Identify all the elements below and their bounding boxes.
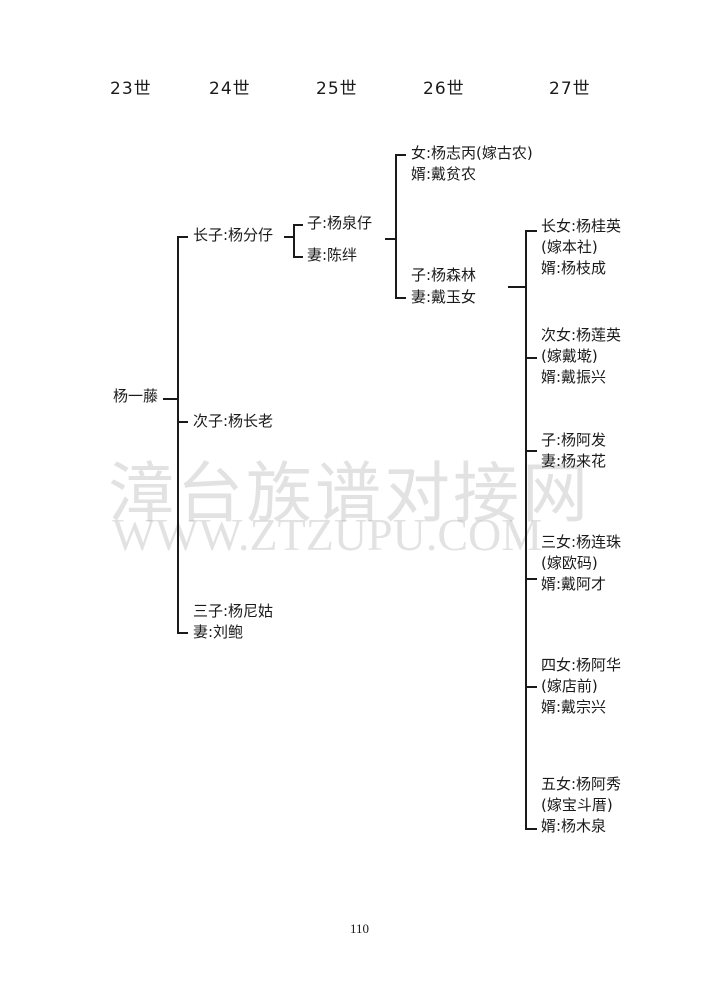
person-gen25-wife: 妻:陈绊 bbox=[307, 246, 358, 264]
page-number: 110 bbox=[350, 921, 370, 936]
person-gen27-child-2: 次女:杨莲英(嫁戴墘)婿:戴振兴 bbox=[541, 326, 622, 386]
person-gen27-child-1: 长女:杨桂英(嫁本社)婿:杨枝成 bbox=[541, 217, 622, 277]
person-gen27-child-5: 四女:杨阿华(嫁店前)婿:戴宗兴 bbox=[541, 656, 622, 716]
person-gen27-child-3: 子:杨阿发妻:杨来花 bbox=[541, 431, 607, 470]
generation-header-26: 26世 bbox=[423, 79, 465, 99]
person-root: 杨一藤 bbox=[113, 387, 159, 405]
person-third-son: 三子:杨尼姑 bbox=[193, 602, 274, 620]
person-gen26-daughter: 女:杨志丙(嫁古农) bbox=[411, 144, 533, 162]
person-gen27-child-4: 三女:杨连珠(嫁欧码)婿:戴阿才 bbox=[541, 533, 622, 593]
person-gen26-son-wife: 妻:戴玉女 bbox=[411, 288, 477, 306]
person-second-son: 次子:杨长老 bbox=[193, 412, 274, 430]
generation-header-25: 25世 bbox=[316, 79, 358, 99]
watermark-chinese: 漳台族谱对接网 bbox=[108, 455, 591, 532]
watermark-url: WWW.ZTZUPU.COM bbox=[112, 509, 543, 560]
person-third-son-wife: 妻:刘鲍 bbox=[193, 623, 244, 641]
generation-header-27: 27世 bbox=[549, 79, 591, 99]
person-gen27-child-6: 五女:杨阿秀(嫁宝斗厝)婿:杨木泉 bbox=[541, 775, 622, 835]
person-gen26-son: 子:杨森林 bbox=[411, 266, 477, 284]
person-gen25-son: 子:杨泉仔 bbox=[307, 214, 373, 232]
person-gen26-daughter-husband: 婿:戴贫农 bbox=[411, 165, 477, 183]
generation-header-23: 23世 bbox=[110, 79, 152, 99]
person-eldest-son: 长子:杨分仔 bbox=[193, 226, 274, 244]
generation-header-24: 24世 bbox=[209, 79, 251, 99]
